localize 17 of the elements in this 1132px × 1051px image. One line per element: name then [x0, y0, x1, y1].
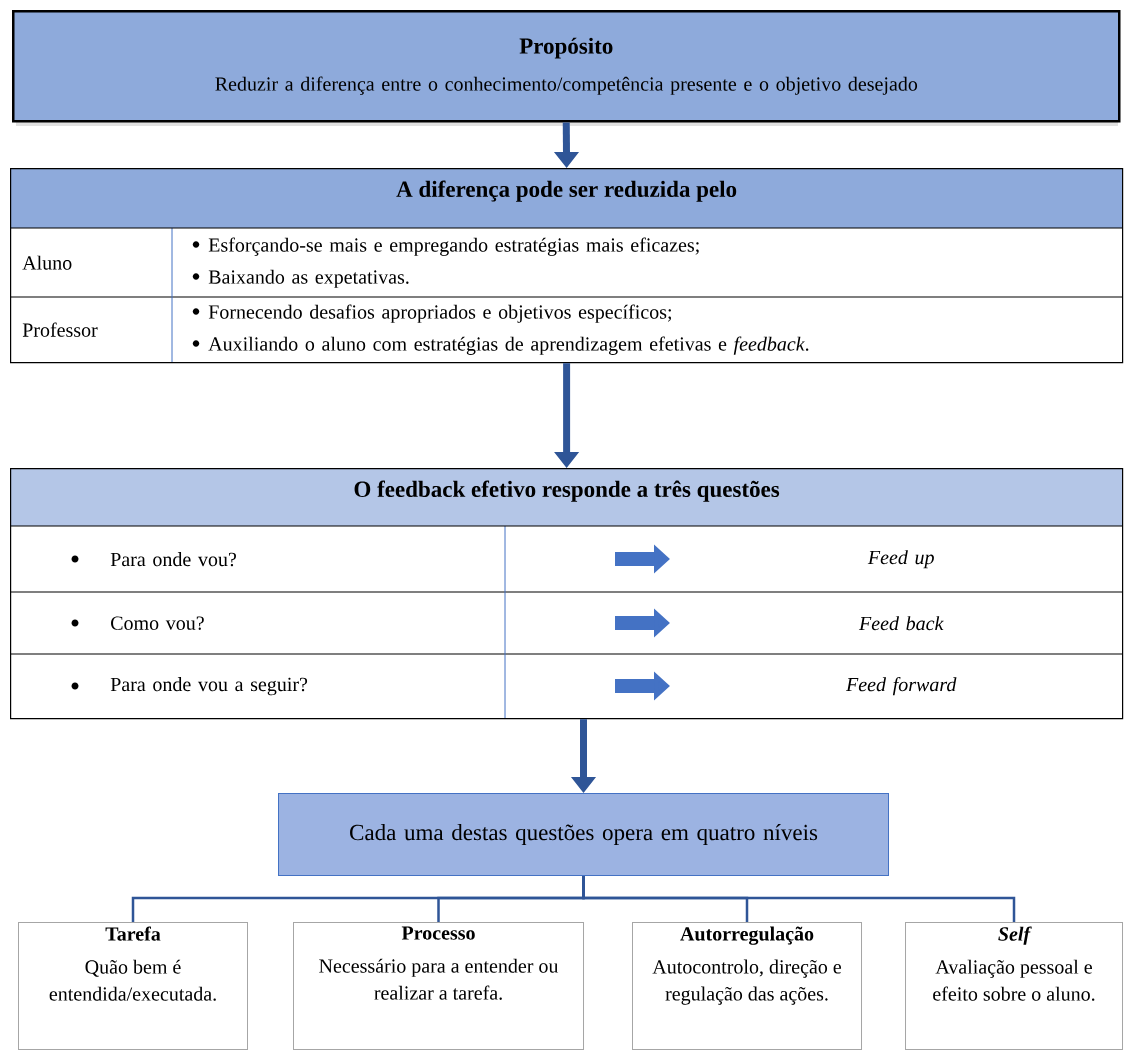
- table-cell: Feed back: [858, 616, 944, 631]
- level-box: Self Avaliação pessoal e efeito sobre o aluno.: [905, 922, 1123, 1050]
- level-box: Tarefa Quão bem é entendida/executada.: [18, 922, 248, 1050]
- table-cell: Feed forward: [845, 677, 957, 696]
- table-cell: Para onde vou?: [110, 552, 236, 567]
- table-cell: Como vou?: [111, 616, 204, 630]
- table-cell: Aluno: [22, 255, 72, 270]
- level-box: Autorregulação Autocontrolo, direção e regulação das ações.: [632, 922, 862, 1050]
- table-cell: Para onde vou a seguir?: [110, 677, 308, 696]
- table-cell: Feed up: [867, 550, 934, 569]
- connector-line: [582, 876, 1016, 922]
- level-box: Processo Necessário para a entender ou realizar a tarefa.: [293, 922, 584, 1050]
- process-box: Cada uma destas questões opera em quatro níveis: [278, 793, 889, 876]
- table-cell: Esforçando-se mais e empregando estratégias mais eficazes; Baixando as expetativas.: [208, 237, 699, 288]
- table-cell: Professor: [22, 322, 98, 337]
- table-cell: Fornecendo desafios apropriados e objetivos específicos; Auxiliando o aluno com estratégias de aprendizagem efetivas e feedback.: [208, 304, 809, 355]
- purpose-box: Propósito Reduzir a diferença entre o conhecimento/competência presente e o objetivo desejado: [12, 10, 1121, 126]
